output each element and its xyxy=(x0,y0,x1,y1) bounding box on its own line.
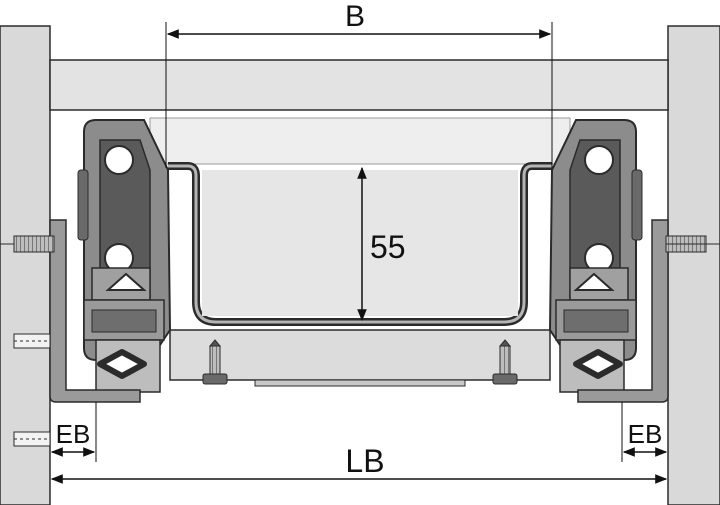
drawer-bottom-profile-inner xyxy=(168,164,552,324)
drawer-top-panel xyxy=(49,59,669,111)
dim-lb-label: LB xyxy=(345,443,384,479)
dim-b-label: B xyxy=(345,0,365,33)
screw-left-icon xyxy=(202,339,228,385)
drawer-base-underside xyxy=(254,379,466,387)
dim-eb-right-label: EB xyxy=(628,419,663,449)
drawer-back-panel xyxy=(149,117,571,165)
runner-left xyxy=(49,119,172,403)
dowel-left-lower-icon xyxy=(13,431,51,447)
bolt-left-icon xyxy=(13,235,55,253)
drawer-inner-surface xyxy=(202,170,518,316)
mounting-hole-icon xyxy=(584,145,614,175)
screw-right-icon xyxy=(492,339,518,385)
dowel-left-upper-icon xyxy=(13,333,51,349)
drawer-base-plate xyxy=(169,329,551,381)
mounting-hole-icon xyxy=(104,145,134,175)
cabinet-side-right xyxy=(667,25,720,505)
dim-eb-left-label: EB xyxy=(56,419,91,449)
dim-55-label: 55 xyxy=(370,229,406,265)
runner-right xyxy=(548,119,669,403)
